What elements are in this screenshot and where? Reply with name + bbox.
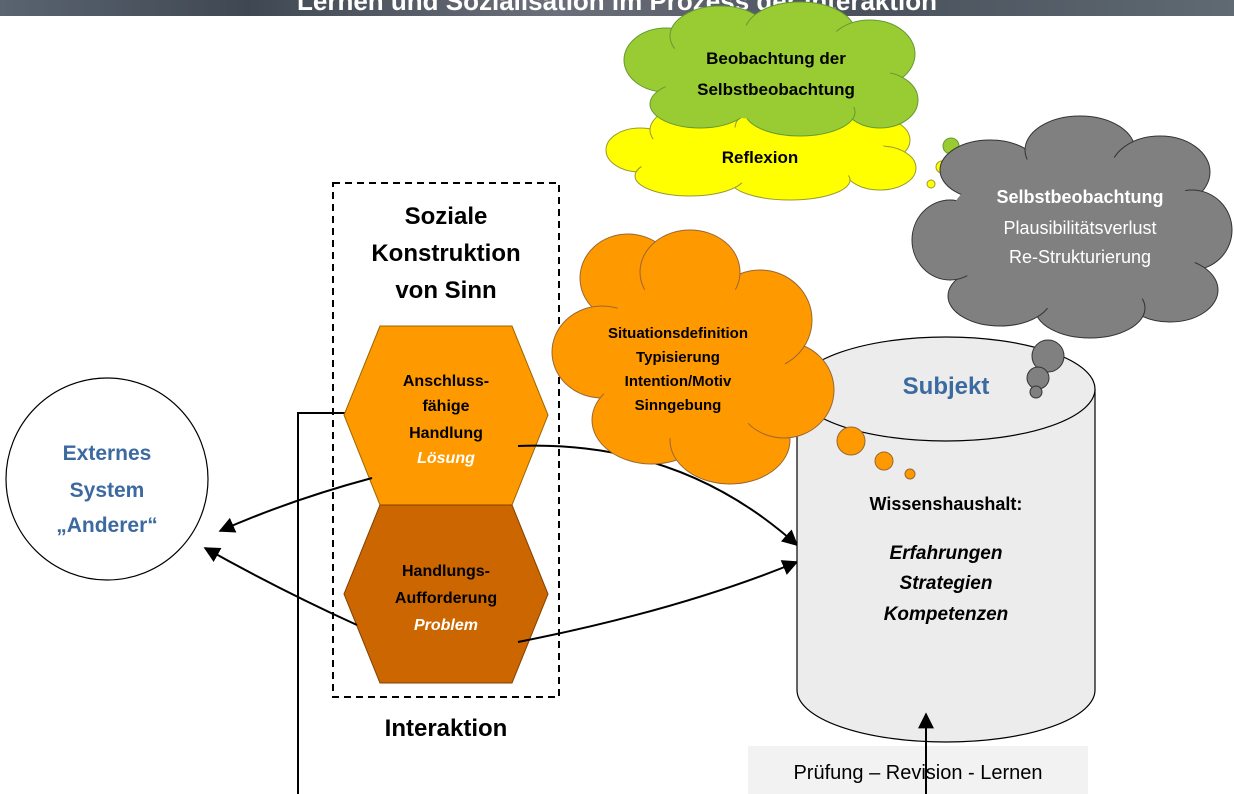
gray-cloud-line-1: Selbstbeobachtung — [996, 187, 1163, 207]
social-construction-line-3: von Sinn — [395, 277, 496, 304]
orange-cloud-line-3: Intention/Motiv — [625, 373, 732, 390]
external-system: Externes System „Anderer“ — [5, 377, 209, 581]
external-system-line-2: System — [70, 479, 145, 502]
social-construction-line-2: Konstruktion — [371, 240, 520, 267]
gray-cloud-line-3: Re-Strukturierung — [1009, 247, 1151, 267]
gray-cloud-line-2: Plausibilitätsverlust — [1003, 218, 1156, 238]
knowledge-item-3: Kompetenzen — [884, 604, 1009, 625]
orange-cloud-line-1: Situationsdefinition — [608, 325, 748, 342]
orange-cloud-line-2: Typisierung — [636, 349, 720, 366]
feedback-line — [297, 412, 349, 794]
hex-top-line-1: Anschluss- — [403, 373, 489, 390]
external-system-line-1: Externes — [63, 442, 152, 465]
hex-top-line-3: Handlung — [409, 425, 483, 442]
subject-title: Subjekt — [903, 373, 990, 400]
arrows — [203, 444, 799, 643]
hexagon-problem: Handlungs- Aufforderung Problem — [343, 504, 549, 684]
knowledge-item-2: Strategien — [900, 573, 993, 594]
hex-bottom-line-1: Handlungs- — [402, 563, 490, 580]
interaction-label: Interaktion — [385, 715, 508, 742]
green-cloud-line-2: Selbstbeobachtung — [697, 80, 855, 99]
arrow-solution-to-external — [218, 477, 373, 533]
orange-thought-bubbles — [836, 426, 916, 480]
social-construction-label: Soziale Konstruktion von Sinn — [371, 203, 520, 304]
gray-thought-cloud: Selbstbeobachtung Plausibilitätsverlust … — [911, 115, 1233, 339]
hex-bottom-line-2: Aufforderung — [395, 590, 497, 607]
arrow-problem-to-external — [203, 547, 358, 626]
green-thought-cloud: Beobachtung der Selbstbeobachtung — [623, 1, 919, 137]
hex-top-line-4: Lösung — [417, 450, 475, 467]
green-cloud-line-1: Beobachtung der — [706, 49, 846, 68]
yellow-cloud-text: Reflexion — [722, 148, 799, 167]
subject-cylinder: Subjekt Wissenshaushalt: Erfahrungen Str… — [796, 336, 1096, 743]
knowledge-item-1: Erfahrungen — [890, 543, 1003, 564]
external-system-line-3: „Anderer“ — [56, 514, 158, 537]
knowledge-heading: Wissenshaushalt: — [870, 494, 1023, 514]
hex-bottom-line-3: Problem — [414, 617, 478, 634]
hex-top-line-2: fähige — [422, 398, 469, 415]
social-construction-line-1: Soziale — [405, 203, 488, 230]
orange-thought-cloud: Situationsdefinition Typisierung Intenti… — [551, 229, 835, 485]
gray-thought-bubbles — [1026, 339, 1065, 399]
arrow-problem-to-subject — [517, 560, 799, 643]
hexagon-solution: Anschluss- fähige Handlung Lösung — [343, 325, 549, 506]
bottom-label: Prüfung – Revision - Lernen — [793, 762, 1042, 784]
interaction-box — [332, 182, 560, 698]
orange-cloud-line-4: Sinngebung — [635, 397, 722, 414]
bottom-label-box — [748, 746, 1088, 794]
arrow-solution-to-subject — [517, 444, 799, 547]
